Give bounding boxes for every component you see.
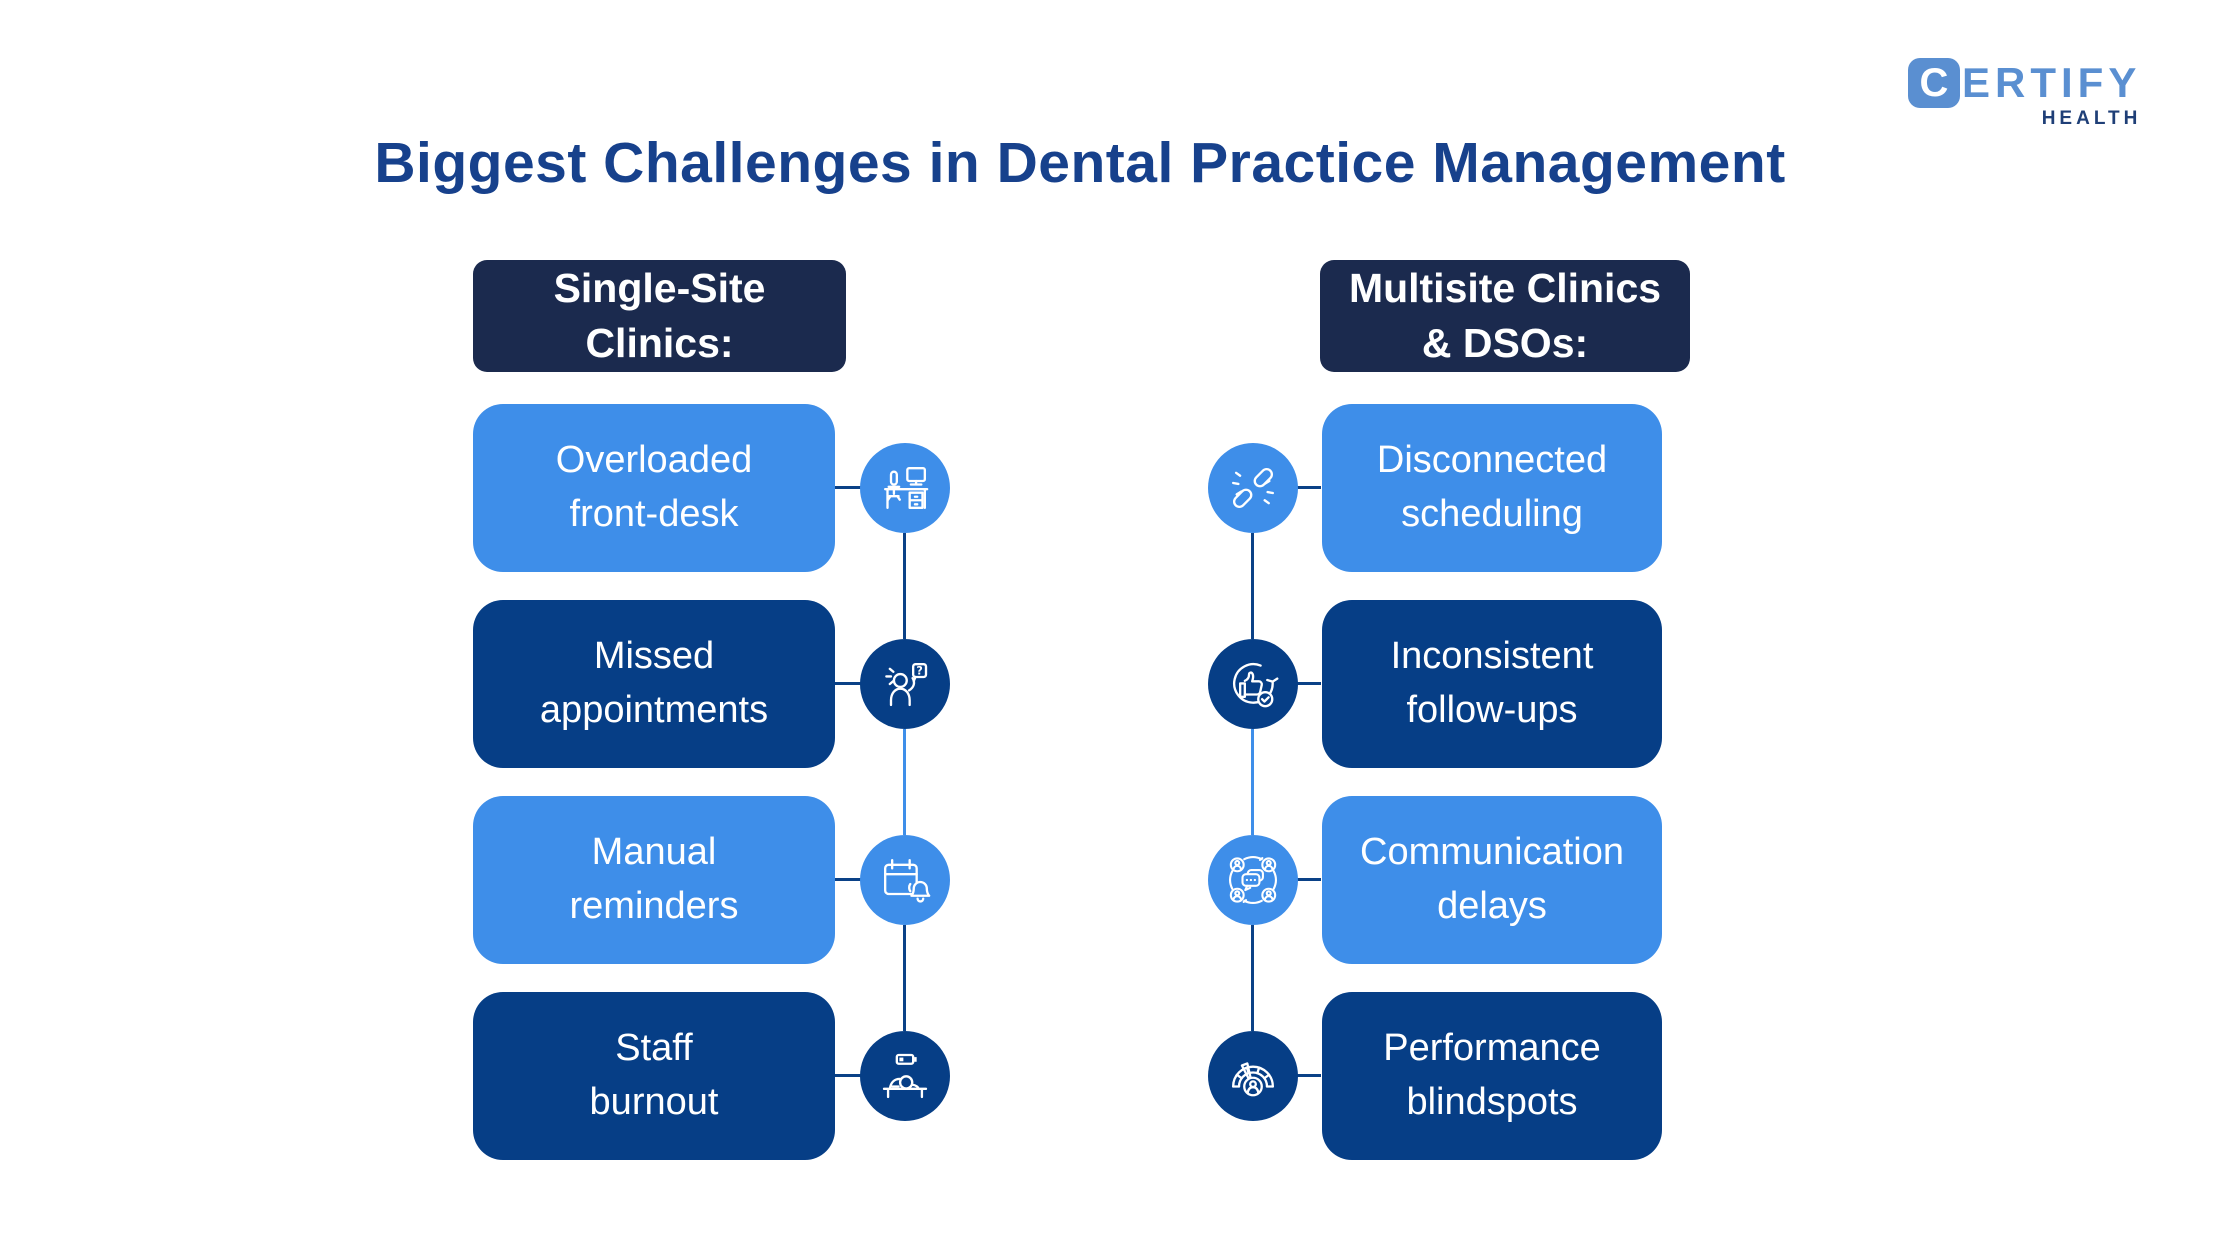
connector-line xyxy=(903,925,906,1031)
logo-wordmark: C ERTIFY xyxy=(1908,58,2141,108)
connector-line xyxy=(835,1074,861,1077)
challenge-box-communication-delays: Communication delays xyxy=(1322,796,1662,964)
box-label-line: Disconnected xyxy=(1376,439,1608,482)
box-label-line: Inconsistent xyxy=(1390,635,1594,678)
header-line: Clinics: xyxy=(585,320,734,366)
svg-text:?: ? xyxy=(916,664,922,677)
box-label-line: front-desk xyxy=(569,493,739,535)
confused-person-icon: ? xyxy=(860,639,950,729)
logo-subbrand-text: HEALTH xyxy=(2041,108,2142,129)
desk-workstation-icon xyxy=(860,443,950,533)
challenge-box-performance-blindspots: Performance blindspots xyxy=(1322,992,1662,1160)
page-title: Biggest Challenges in Dental Practice Ma… xyxy=(374,131,1786,195)
certify-health-logo: C ERTIFY HEALTH xyxy=(1908,58,2141,130)
challenge-box-inconsistent-follow-ups: Inconsistent follow-ups xyxy=(1322,600,1662,768)
connector-line xyxy=(903,729,906,835)
connector-line xyxy=(1251,533,1254,639)
connector-line xyxy=(1251,925,1254,1031)
header-line: Multisite Clinics xyxy=(1348,264,1662,311)
box-label-line: scheduling xyxy=(1401,493,1583,535)
thumbs-up-refresh-icon xyxy=(1208,639,1298,729)
box-label-line: Staff xyxy=(615,1027,693,1070)
performance-gauge-icon xyxy=(1208,1031,1298,1121)
challenge-box-missed-appointments: Missed appointments xyxy=(473,600,835,768)
challenge-box-disconnected-scheduling: Disconnected scheduling xyxy=(1322,404,1662,572)
logo-brand-text: ERTIFY xyxy=(1962,59,2142,106)
challenge-box-overloaded-front-desk: Overloaded front-desk xyxy=(473,404,835,572)
connector-line xyxy=(903,533,906,639)
connector-line xyxy=(1251,729,1254,835)
box-label-line: Communication xyxy=(1360,831,1624,874)
column-header-multisite: Multisite Clinics & DSOs: xyxy=(1320,260,1690,372)
column-header-single-site: Single-Site Clinics: xyxy=(473,260,846,372)
box-label-line: appointments xyxy=(539,689,769,731)
challenge-box-staff-burnout: Staff burnout xyxy=(473,992,835,1160)
communication-network-icon xyxy=(1208,835,1298,925)
box-label-line: burnout xyxy=(589,1081,719,1123)
box-label-line: blindspots xyxy=(1406,1081,1578,1123)
connector-line xyxy=(835,486,861,489)
header-line: Single-Site xyxy=(553,264,766,311)
burnout-battery-icon xyxy=(860,1031,950,1121)
logo-c-mark-icon: C xyxy=(1908,58,1960,108)
box-label-line: Overloaded xyxy=(555,439,753,482)
box-label-line: delays xyxy=(1437,885,1547,927)
connector-line xyxy=(1295,682,1321,685)
connector-line xyxy=(835,878,861,881)
broken-link-icon xyxy=(1208,443,1298,533)
header-line: & DSOs: xyxy=(1421,320,1589,366)
connector-line xyxy=(1295,486,1321,489)
box-label-line: Performance xyxy=(1383,1027,1601,1070)
connector-line xyxy=(835,682,861,685)
connector-line xyxy=(1295,1074,1321,1077)
connector-line xyxy=(1295,878,1321,881)
box-label-line: Manual xyxy=(591,831,717,874)
challenge-box-manual-reminders: Manual reminders xyxy=(473,796,835,964)
box-label-line: reminders xyxy=(569,885,739,927)
box-label-line: follow-ups xyxy=(1406,689,1578,731)
box-label-line: Missed xyxy=(593,635,715,678)
calendar-bell-icon xyxy=(860,835,950,925)
